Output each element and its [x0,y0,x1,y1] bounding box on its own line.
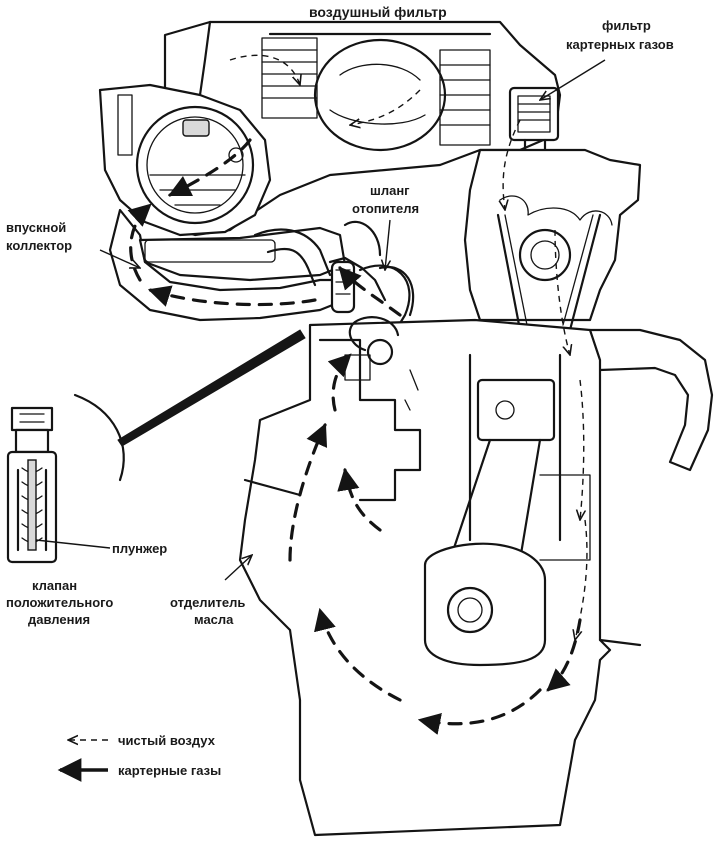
label-pcv-valve-line1: клапан [32,578,77,593]
legend-crankcase-gases-label: картерные газы [118,763,221,778]
label-oil-separator-line1: отделитель [170,595,245,610]
leader-lines [99,59,606,581]
cylinder-head [463,148,642,332]
pcv-valve-detail [6,329,306,564]
label-air-filter: воздушный фильтр [309,4,447,20]
breather-hoses [253,220,382,287]
label-pcv-valve-line2: положительного [6,595,113,610]
legend: чистый воздух картерные газы [57,733,221,782]
label-pcv-valve-line3: давления [28,612,90,627]
label-crankcase-filter-line1: фильтр [602,18,651,33]
label-oil-separator-line2: масла [194,612,234,627]
engine-block [238,318,642,837]
legend-clean-air-label: чистый воздух [118,733,216,748]
label-intake-manifold-line2: коллектор [6,238,72,253]
label-crankcase-filter-line2: картерных газов [566,37,674,52]
label-plunger: плунжер [112,541,167,556]
label-intake-manifold-line1: впускной [6,220,66,235]
exhaust-manifold [588,328,714,472]
crankcase-gas-flow-arrows [127,138,582,735]
pcv-valve-installed [348,316,419,411]
label-heater-hose-line1: шланг [370,183,410,198]
label-heater-hose-line2: отопителя [352,201,419,216]
clean-air-flow-arrows [229,54,588,640]
